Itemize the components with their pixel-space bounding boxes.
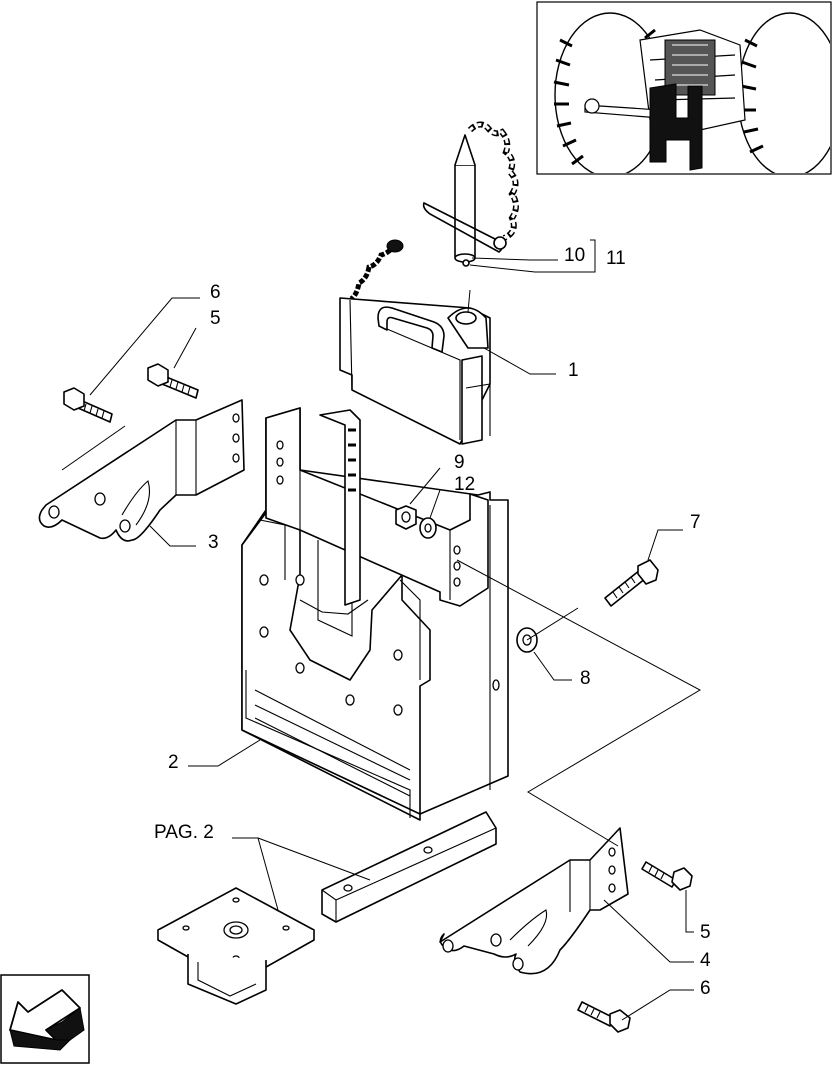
callout-5-right: 5 xyxy=(700,922,711,943)
callout-5-left: 5 xyxy=(210,308,221,329)
reference-label-pag2: PAG. 2 xyxy=(154,822,214,843)
bolt-7 xyxy=(604,559,659,607)
callout-4: 4 xyxy=(700,950,711,971)
tractor-locator-thumbnail xyxy=(536,1,832,175)
callout-8: 8 xyxy=(580,668,591,689)
callout-7: 7 xyxy=(690,512,701,533)
callout-10: 10 xyxy=(564,245,585,266)
mounting-plate xyxy=(157,887,315,1005)
callout-3: 3 xyxy=(208,532,219,553)
bolt-6-right xyxy=(577,1001,631,1033)
arrow-back-icon[interactable] xyxy=(0,974,90,1064)
slider-frame xyxy=(265,407,489,607)
bolt-5-left xyxy=(147,363,199,399)
callout-9: 9 xyxy=(454,452,465,473)
drawbar xyxy=(321,811,497,923)
latch-block xyxy=(339,239,491,445)
callout-1: 1 xyxy=(568,360,579,381)
bolt-5-right xyxy=(641,861,693,891)
pin-with-chain xyxy=(422,121,519,267)
leader-lines xyxy=(61,239,702,1021)
washer-12 xyxy=(419,517,437,539)
callout-labels: 10 11 1 6 5 3 9 12 7 8 2 PAG. 2 5 4 6 xyxy=(154,245,711,999)
callout-12: 12 xyxy=(454,474,475,495)
bracket-left-3 xyxy=(38,399,245,542)
callout-6-right: 6 xyxy=(700,978,711,999)
bracket-right-4 xyxy=(439,827,629,975)
nut-9 xyxy=(395,505,417,530)
callout-2: 2 xyxy=(168,752,179,773)
bolt-6-left xyxy=(63,387,113,423)
callout-11: 11 xyxy=(606,248,626,269)
callout-6-left: 6 xyxy=(210,282,221,303)
